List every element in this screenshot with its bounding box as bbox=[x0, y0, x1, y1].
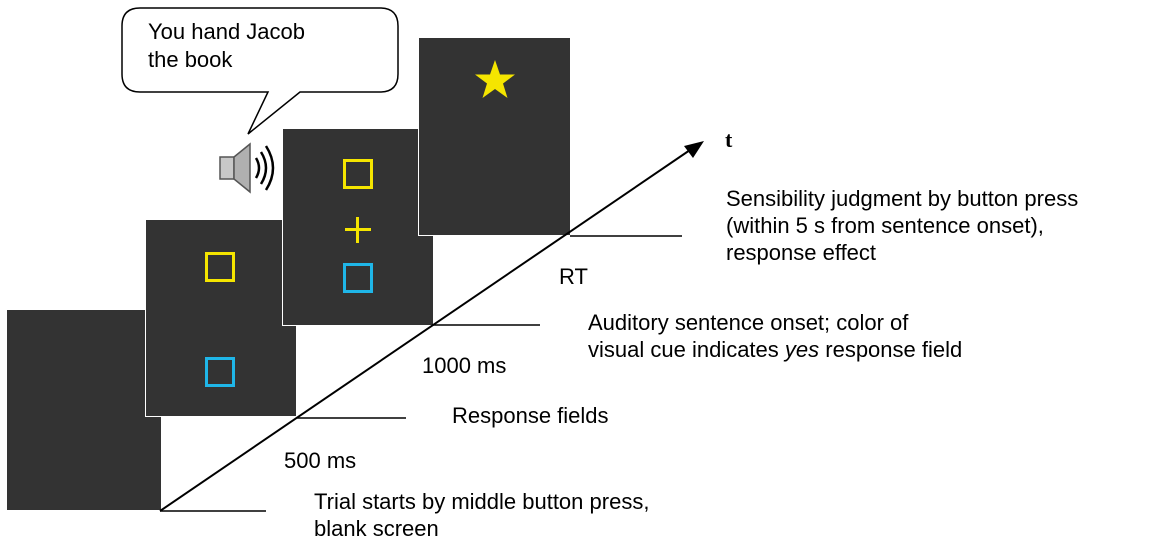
interval-500ms-label: 500 ms bbox=[284, 448, 357, 473]
time-axis-line bbox=[159, 149, 691, 512]
trial-start-line-1: Trial starts by middle button press, bbox=[314, 489, 650, 514]
speech-bubble-line-1: You hand Jacob bbox=[148, 19, 305, 44]
trial-start-description: Trial starts by middle button press, bla… bbox=[314, 488, 649, 542]
cyan-cue-field-icon bbox=[343, 263, 373, 293]
yes-emphasis: yes bbox=[784, 337, 820, 362]
time-axis-label: t bbox=[725, 127, 733, 152]
blank-screen bbox=[6, 309, 162, 511]
sentence-onset-line-2-end: response field bbox=[819, 337, 963, 362]
sentence-onset-screen bbox=[282, 128, 434, 326]
speech-bubble-text: You hand Jacob the book bbox=[148, 18, 305, 74]
judgment-screen bbox=[418, 37, 571, 236]
yellow-response-field-icon bbox=[205, 252, 235, 282]
yellow-cue-field-icon bbox=[343, 159, 373, 189]
sentence-onset-description: Auditory sentence onset; color of visual… bbox=[588, 309, 962, 363]
interval-1000ms-label: 1000 ms bbox=[422, 353, 507, 378]
response-fields-description: Response fields bbox=[452, 402, 609, 429]
judgment-line-1: Sensibility judgment by button press bbox=[726, 186, 1079, 211]
interval-rt-label: RT bbox=[559, 264, 588, 289]
cyan-response-field-icon bbox=[205, 357, 235, 387]
time-axis-arrowhead bbox=[684, 141, 704, 158]
trial-start-line-2: blank screen bbox=[314, 516, 439, 541]
speech-bubble bbox=[121, 7, 399, 135]
sentence-onset-line-1: Auditory sentence onset; color of bbox=[588, 310, 909, 335]
sentence-onset-line-2: visual cue indicates yes response field bbox=[588, 336, 962, 363]
sentence-onset-line-2-start: visual cue indicates bbox=[588, 337, 785, 362]
speech-bubble-line-2: the book bbox=[148, 47, 233, 72]
judgment-description: Sensibility judgment by button press (wi… bbox=[726, 185, 1078, 266]
speaker-icon bbox=[219, 142, 275, 194]
response-fields-screen bbox=[145, 219, 297, 417]
judgment-line-3: response effect bbox=[726, 240, 877, 265]
star-icon bbox=[475, 60, 515, 98]
judgment-line-2: (within 5 s from sentence onset), bbox=[726, 213, 1044, 238]
response-fields-line-1: Response fields bbox=[452, 403, 609, 428]
fixation-cross-icon bbox=[345, 217, 371, 243]
